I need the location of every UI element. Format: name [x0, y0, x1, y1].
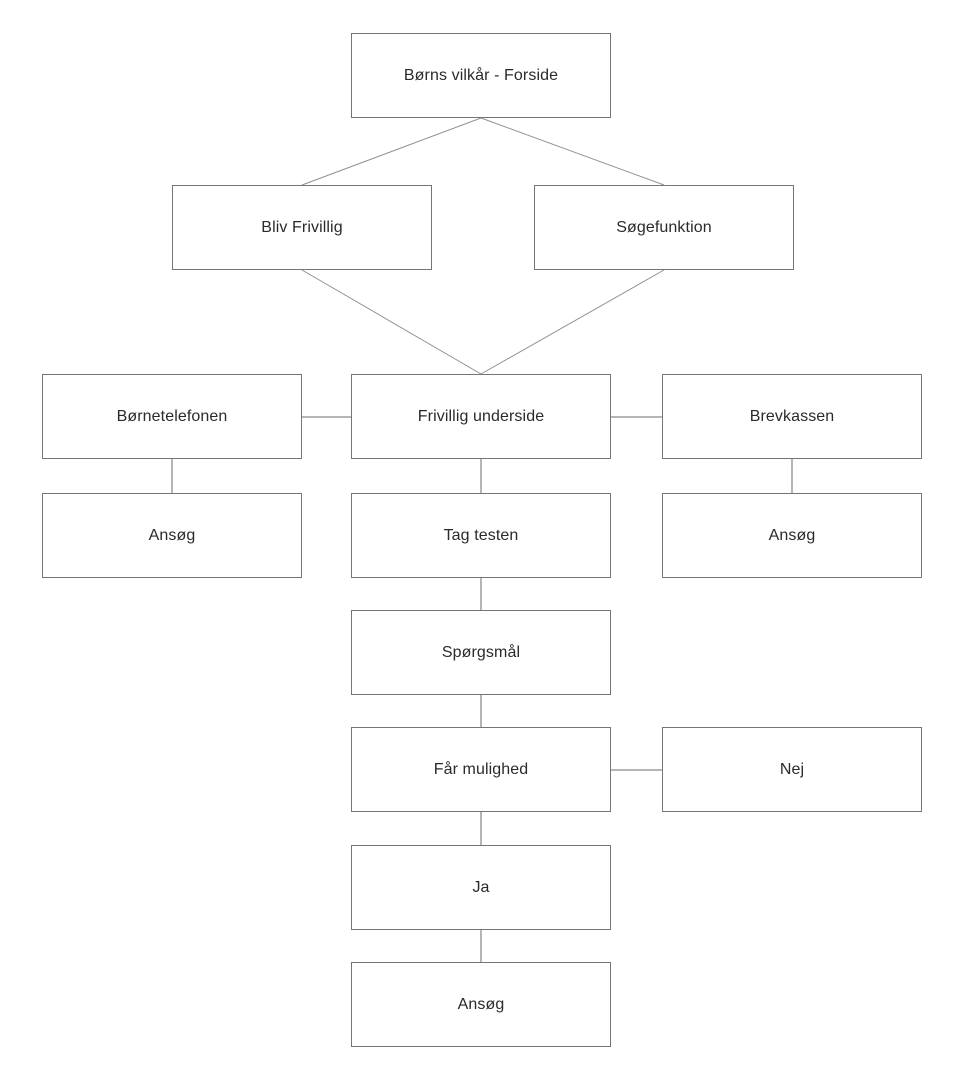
node-faar-mulighed[interactable]: Får mulighed — [351, 727, 611, 812]
node-spoergsmaal[interactable]: Spørgsmål — [351, 610, 611, 695]
node-ansoeg-bottom[interactable]: Ansøg — [351, 962, 611, 1047]
node-ansoeg-left[interactable]: Ansøg — [42, 493, 302, 578]
node-boernetelefonen[interactable]: Børnetelefonen — [42, 374, 302, 459]
node-frivillig-underside[interactable]: Frivillig underside — [351, 374, 611, 459]
node-brevkassen[interactable]: Brevkassen — [662, 374, 922, 459]
node-nej[interactable]: Nej — [662, 727, 922, 812]
node-ansoeg-right[interactable]: Ansøg — [662, 493, 922, 578]
node-soegefunktion[interactable]: Søgefunktion — [534, 185, 794, 270]
node-ja[interactable]: Ja — [351, 845, 611, 930]
node-bliv-frivillig[interactable]: Bliv Frivillig — [172, 185, 432, 270]
node-tag-testen[interactable]: Tag testen — [351, 493, 611, 578]
node-forside[interactable]: Børns vilkår - Forside — [351, 33, 611, 118]
